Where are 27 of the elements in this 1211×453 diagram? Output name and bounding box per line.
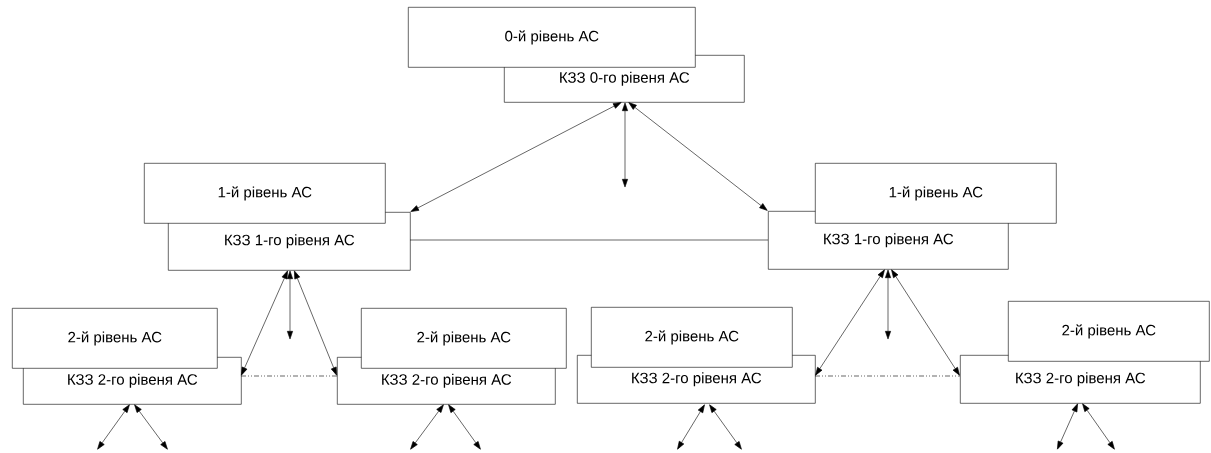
- arrow: [628, 102, 768, 211]
- level-box: 2-й рівень АС: [12, 308, 218, 369]
- arrow: [294, 270, 337, 376]
- arrow: [1082, 403, 1115, 450]
- arrow: [709, 404, 742, 450]
- connector-line: [240, 375, 338, 377]
- arrow: [97, 404, 130, 450]
- arrow: [410, 102, 622, 212]
- connector-line: [814, 375, 961, 377]
- level-box: 1-й рівень АС: [144, 163, 386, 224]
- arrow: [885, 269, 891, 340]
- arrow: [287, 270, 293, 340]
- connector-line: [409, 239, 769, 241]
- arrow: [622, 102, 628, 188]
- level-box: 2-й рівень АС: [1008, 301, 1210, 362]
- arrow: [891, 269, 960, 376]
- arrow: [1057, 403, 1078, 450]
- arrow: [410, 404, 444, 450]
- level-box: 2-й рівень АС: [361, 308, 567, 369]
- arrow: [677, 404, 705, 450]
- arrow: [134, 404, 168, 450]
- arrow: [241, 270, 288, 376]
- level-box: 0-й рівень АС: [408, 7, 696, 68]
- level-box: 2-й рівень АС: [591, 307, 793, 368]
- arrow: [448, 404, 481, 450]
- level-box: 1-й рівень АС: [815, 163, 1057, 224]
- arrow: [815, 269, 885, 376]
